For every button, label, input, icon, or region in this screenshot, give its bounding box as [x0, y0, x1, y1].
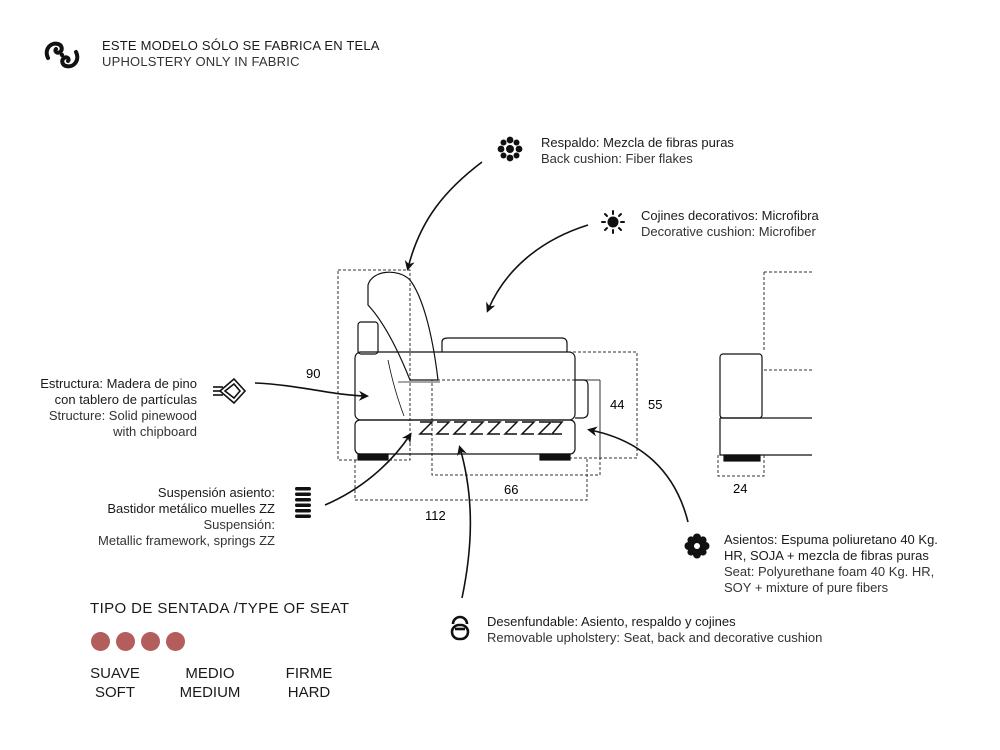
callout-estructura-es2: con tablero de partículas [54, 392, 197, 407]
seat-label-medium-es: MEDIO [185, 665, 235, 682]
seat-label-soft-en: SOFT [95, 684, 135, 701]
dim-arm-height: 55 [648, 397, 662, 412]
callout-suspension-es1: Suspensión asiento: [157, 485, 275, 500]
callout-arrows [254, 161, 689, 599]
callout-asientos-en2: SOY + mixture of pure fibers [724, 580, 889, 595]
callout-estructura: Estructura: Madera de pino con tablero d… [40, 376, 197, 440]
callout-estructura-es1: Estructura: Madera de pino [40, 376, 197, 391]
microfiber-icon [601, 210, 625, 234]
seat-label-hard-es: FIRME [285, 665, 333, 682]
callout-respaldo-es: Respaldo: Mezcla de fibras puras [541, 135, 734, 150]
seat-label-hard-en: HARD [287, 684, 331, 701]
callout-estructura-en2: with chipboard [113, 424, 197, 439]
seat-firmness-dot [166, 632, 185, 651]
dim-seat-height: 44 [610, 397, 624, 412]
spring-icon [292, 485, 314, 519]
seat-firmness-dot [116, 632, 135, 651]
dim-arm-width: 24 [733, 481, 747, 496]
callout-asientos-es1: Asientos: Espuma poliuretano 40 Kg. [724, 532, 938, 547]
seat-firmness-dot [91, 632, 110, 651]
dim-height-total: 90 [306, 366, 320, 381]
callout-suspension-en1: Suspensión: [203, 517, 275, 532]
callout-cojines-en: Decorative cushion: Microfiber [641, 224, 816, 239]
callout-cojines: Cojines decorativos: Microfibra Decorati… [641, 208, 819, 240]
callout-desenfundable-en: Removable upholstery: Seat, back and dec… [487, 630, 823, 645]
callout-respaldo-en: Back cushion: Fiber flakes [541, 151, 693, 166]
seat-label-medium-en: MEDIUM [179, 684, 241, 701]
fabric-logo-icon [42, 38, 82, 72]
seat-label-soft: SUAVE SOFT [78, 664, 152, 702]
callout-asientos: Asientos: Espuma poliuretano 40 Kg. HR, … [724, 532, 938, 596]
structure-wood-icon [212, 376, 248, 406]
seat-label-medium: MEDIO MEDIUM [170, 664, 250, 702]
callout-asientos-en1: Seat: Polyurethane foam 40 Kg. HR, [724, 564, 935, 579]
fiber-flakes-icon [496, 135, 524, 163]
dim-seat-depth: 66 [504, 482, 518, 497]
seat-firmness-dot [141, 632, 160, 651]
foam-flower-icon [684, 533, 710, 559]
arm-front-view [719, 353, 812, 462]
callout-suspension: Suspensión asiento: Bastidor metálico mu… [98, 485, 275, 549]
callout-respaldo: Respaldo: Mezcla de fibras puras Back cu… [541, 135, 734, 167]
callout-estructura-en1: Structure: Solid pinewood [48, 408, 197, 423]
seat-label-soft-es: SUAVE [90, 665, 140, 682]
dim-depth-total: 112 [425, 508, 446, 523]
callout-suspension-en2: Metallic framework, springs ZZ [98, 533, 275, 548]
callout-cojines-es: Cojines decorativos: Microfibra [641, 208, 819, 223]
callout-suspension-es2: Bastidor metálico muelles ZZ [107, 501, 275, 516]
removable-cover-icon [449, 612, 471, 642]
seat-firmness-dots [91, 632, 191, 656]
zz-springs [418, 421, 564, 435]
callout-desenfundable: Desenfundable: Asiento, respaldo y cojin… [487, 614, 822, 646]
header-line-2: UPHOLSTERY ONLY IN FABRIC [102, 54, 300, 69]
header-line-1: ESTE MODELO SÓLO SE FABRICA EN TELA [102, 38, 380, 53]
callout-asientos-es2: HR, SOJA + mezcla de fibras puras [724, 548, 929, 563]
seat-type-title: TIPO DE SENTADA /TYPE OF SEAT [90, 600, 350, 617]
callout-desenfundable-es: Desenfundable: Asiento, respaldo y cojin… [487, 614, 736, 629]
seat-label-hard: FIRME HARD [272, 664, 346, 702]
